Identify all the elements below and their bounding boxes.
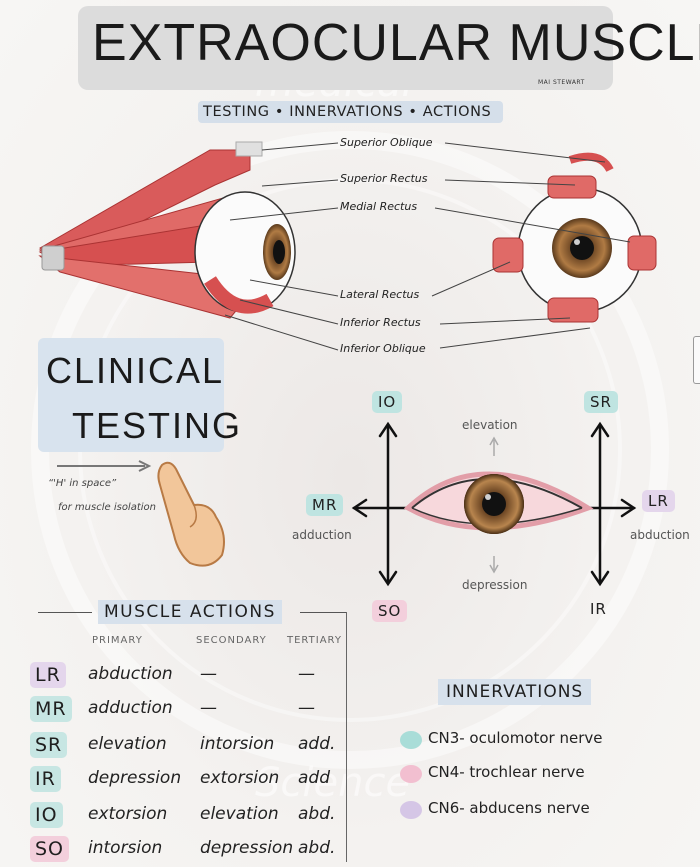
action-tertiary: add.: [298, 734, 336, 754]
action-primary: elevation: [88, 734, 167, 754]
label-medial-rectus: Medial Rectus: [340, 200, 418, 213]
muscle-abbr-badge: LR: [30, 662, 66, 688]
table-row: MR adduction — —: [30, 692, 360, 726]
label-inferior-rectus: Inferior Rectus: [340, 316, 421, 329]
table-row: IR depression extorsion add: [30, 762, 360, 796]
nerve-label: CN6- abducens nerve: [428, 799, 590, 817]
color-dot-icon: [400, 731, 422, 749]
title-banner: [78, 6, 613, 90]
watermark-bottom-text: Science: [255, 760, 411, 806]
scrollbar[interactable]: [693, 336, 700, 384]
muscle-abbr-badge: SO: [30, 836, 70, 862]
action-tertiary: —: [298, 664, 315, 684]
action-tertiary: add: [298, 768, 330, 788]
table-row: LR abduction — —: [30, 658, 360, 692]
adduction-label: adduction: [292, 528, 352, 542]
action-tertiary: abd.: [298, 804, 336, 824]
elevation-label: elevation: [462, 418, 518, 432]
action-primary: adduction: [88, 698, 173, 718]
muscle-abbr-badge: MR: [30, 696, 72, 722]
label-superior-oblique: Superior Oblique: [340, 136, 433, 149]
muscle-actions-border: [346, 612, 347, 862]
h-in-space-note: “'H' in space”: [48, 478, 117, 489]
pointing-hand-icon: [157, 461, 225, 567]
col-secondary: SECONDARY: [196, 635, 267, 646]
action-primary: intorsion: [88, 838, 163, 858]
left-eye-lateral-view: [38, 141, 296, 319]
color-dot-icon: [400, 801, 422, 819]
action-primary: extorsion: [88, 804, 168, 824]
action-secondary: depression: [200, 838, 294, 858]
page-title: EXTRAOCULAR MUSCLES: [92, 14, 700, 72]
eye-muscle-illustration: [38, 141, 657, 351]
muscle-actions-rule-right: [300, 612, 346, 613]
lr-tag: LR: [642, 490, 675, 512]
direction-arrows-diagram: [351, 421, 637, 587]
muscle-actions-rule-left: [38, 612, 92, 613]
clinical-heading: CLINICAL: [46, 350, 225, 391]
action-primary: abduction: [88, 664, 173, 684]
right-eye-frontal-view: [492, 152, 657, 323]
abduction-label: abduction: [630, 528, 690, 542]
arrow-right-icon: [57, 460, 152, 472]
muscle-actions-title: MUSCLE ACTIONS: [98, 600, 282, 624]
action-secondary: —: [200, 698, 217, 718]
action-primary: depression: [88, 768, 182, 788]
table-row: SR elevation intorsion add.: [30, 728, 360, 762]
label-superior-rectus: Superior Rectus: [340, 172, 428, 185]
muscle-isolation-note: for muscle isolation: [58, 502, 156, 513]
testing-heading: TESTING: [72, 405, 243, 446]
ir-tag: IR: [590, 600, 607, 618]
mr-tag: MR: [306, 494, 344, 516]
action-secondary: extorsion: [200, 768, 280, 788]
muscle-abbr-badge: IO: [30, 802, 63, 828]
sr-tag: SR: [584, 391, 618, 413]
page-subtitle: TESTING • INNERVATIONS • ACTIONS: [203, 104, 492, 120]
action-secondary: intorsion: [200, 734, 275, 754]
action-tertiary: —: [298, 698, 315, 718]
author-credit: MAI STEWART: [538, 79, 585, 86]
nerve-label: CN3- oculomotor nerve: [428, 729, 603, 747]
io-tag: IO: [372, 391, 403, 413]
muscle-abbr-badge: SR: [30, 732, 68, 758]
label-inferior-oblique: Inferior Oblique: [340, 342, 426, 355]
color-dot-icon: [400, 765, 422, 783]
subtitle-banner: [198, 101, 503, 123]
muscle-abbr-badge: IR: [30, 766, 61, 792]
so-tag: SO: [372, 600, 408, 622]
innervations-title: INNERVATIONS: [438, 679, 592, 705]
clinical-testing-banner: [38, 338, 224, 452]
action-secondary: —: [200, 664, 217, 684]
col-primary: PRIMARY: [92, 635, 143, 646]
depression-label: depression: [462, 578, 528, 592]
table-row: IO extorsion elevation abd.: [30, 798, 360, 832]
action-tertiary: abd.: [298, 838, 336, 858]
nerve-label: CN4- trochlear nerve: [428, 763, 585, 781]
col-tertiary: TERTIARY: [287, 635, 342, 646]
label-lateral-rectus: Lateral Rectus: [340, 288, 420, 301]
action-secondary: elevation: [200, 804, 279, 824]
